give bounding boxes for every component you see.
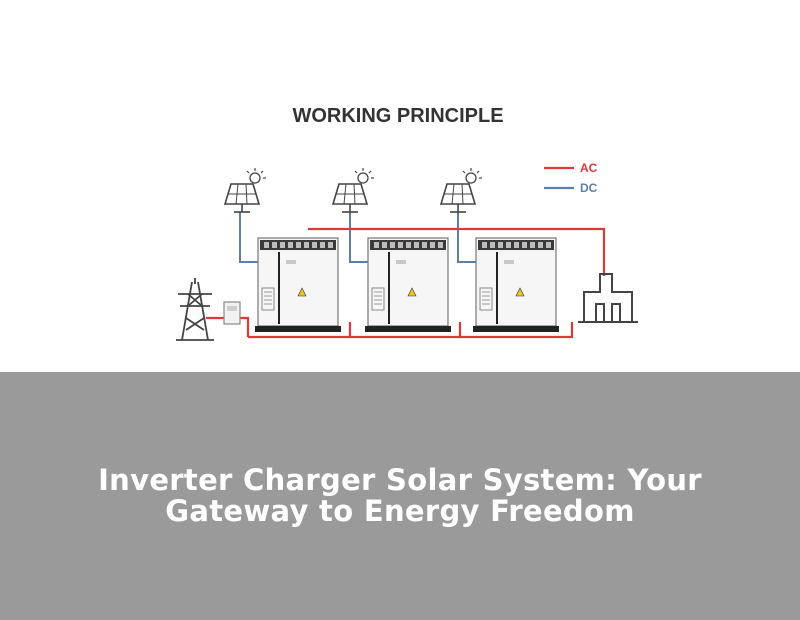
diagram-area: WORKING PRINCIPLE AC DC (176, 105, 638, 341)
diagram-title: WORKING PRINCIPLE (292, 105, 503, 127)
legend-dc-label: DC (580, 181, 598, 195)
ac-lines (206, 227, 606, 339)
meter-icon (223, 301, 241, 325)
solar-panel-icon-3 (440, 167, 483, 213)
dc-line-1 (239, 212, 258, 263)
factory-icon (578, 273, 638, 323)
ac-bottom-right (458, 322, 574, 339)
ac-top-bus (308, 227, 606, 276)
solar-panel-icon-1 (224, 167, 267, 213)
legend-ac-label: AC (580, 161, 598, 175)
solar-panel-icon-2 (332, 167, 375, 213)
caption-title: Inverter Charger Solar System: Your Gate… (98, 463, 702, 528)
power-tower-icon (176, 278, 214, 341)
inverter-cabinet-icon-3 (472, 237, 560, 333)
inverter-cabinet-icon-2 (364, 237, 452, 333)
dc-line-2 (349, 212, 368, 263)
working-principle-diagram: WORKING PRINCIPLE AC DC (176, 105, 638, 341)
legend: AC DC (544, 161, 598, 195)
dc-line-3 (457, 212, 476, 263)
ac-meter-to-bus (238, 316, 250, 337)
inverter-cabinet-icon-1 (254, 237, 342, 333)
ac-bottom-link-2-3 (458, 322, 462, 339)
caption-band: Inverter Charger Solar System: Your Gate… (0, 372, 800, 620)
